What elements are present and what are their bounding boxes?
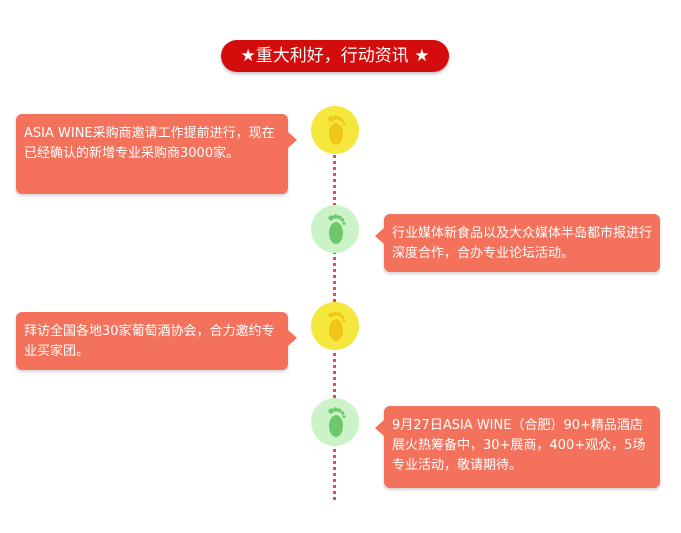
timeline-card-text: ASIA WINE采购商邀请工作提前进行，现在已经确认的新增专业采购商3000家… [24,126,275,161]
footprint-icon [328,407,346,437]
timeline-card-text: 9月27日ASIA WINE（合肥）90+精品酒店展火热筹备中，30+展商，40… [392,418,646,473]
footprint-icon [328,311,346,341]
timeline-card-1: ASIA WINE采购商邀请工作提前进行，现在已经确认的新增专业采购商3000家… [16,114,297,194]
timeline-card-text: 行业媒体新食品以及大众媒体半岛都市报进行深度合作，合办专业论坛活动。 [392,226,653,261]
timeline-card-2: 行业媒体新食品以及大众媒体半岛都市报进行深度合作，合办专业论坛活动。 [375,214,660,272]
timeline-card-3: 拜访全国各地30家葡萄酒协会，合力邀约专业买家团。 [16,312,297,370]
timeline-node-4 [311,398,359,446]
timeline-card-4: 9月27日ASIA WINE（合肥）90+精品酒店展火热筹备中，30+展商，40… [375,406,660,488]
page-title: ★重大利好，行动资讯 ★ [221,40,449,72]
footprint-icon [328,115,346,145]
timeline-card-text: 拜访全国各地30家葡萄酒协会，合力邀约专业买家团。 [24,324,275,359]
timeline-node-1 [311,106,359,154]
footprint-icon [328,214,346,244]
timeline-node-3 [311,302,359,350]
timeline-node-2 [311,205,359,253]
